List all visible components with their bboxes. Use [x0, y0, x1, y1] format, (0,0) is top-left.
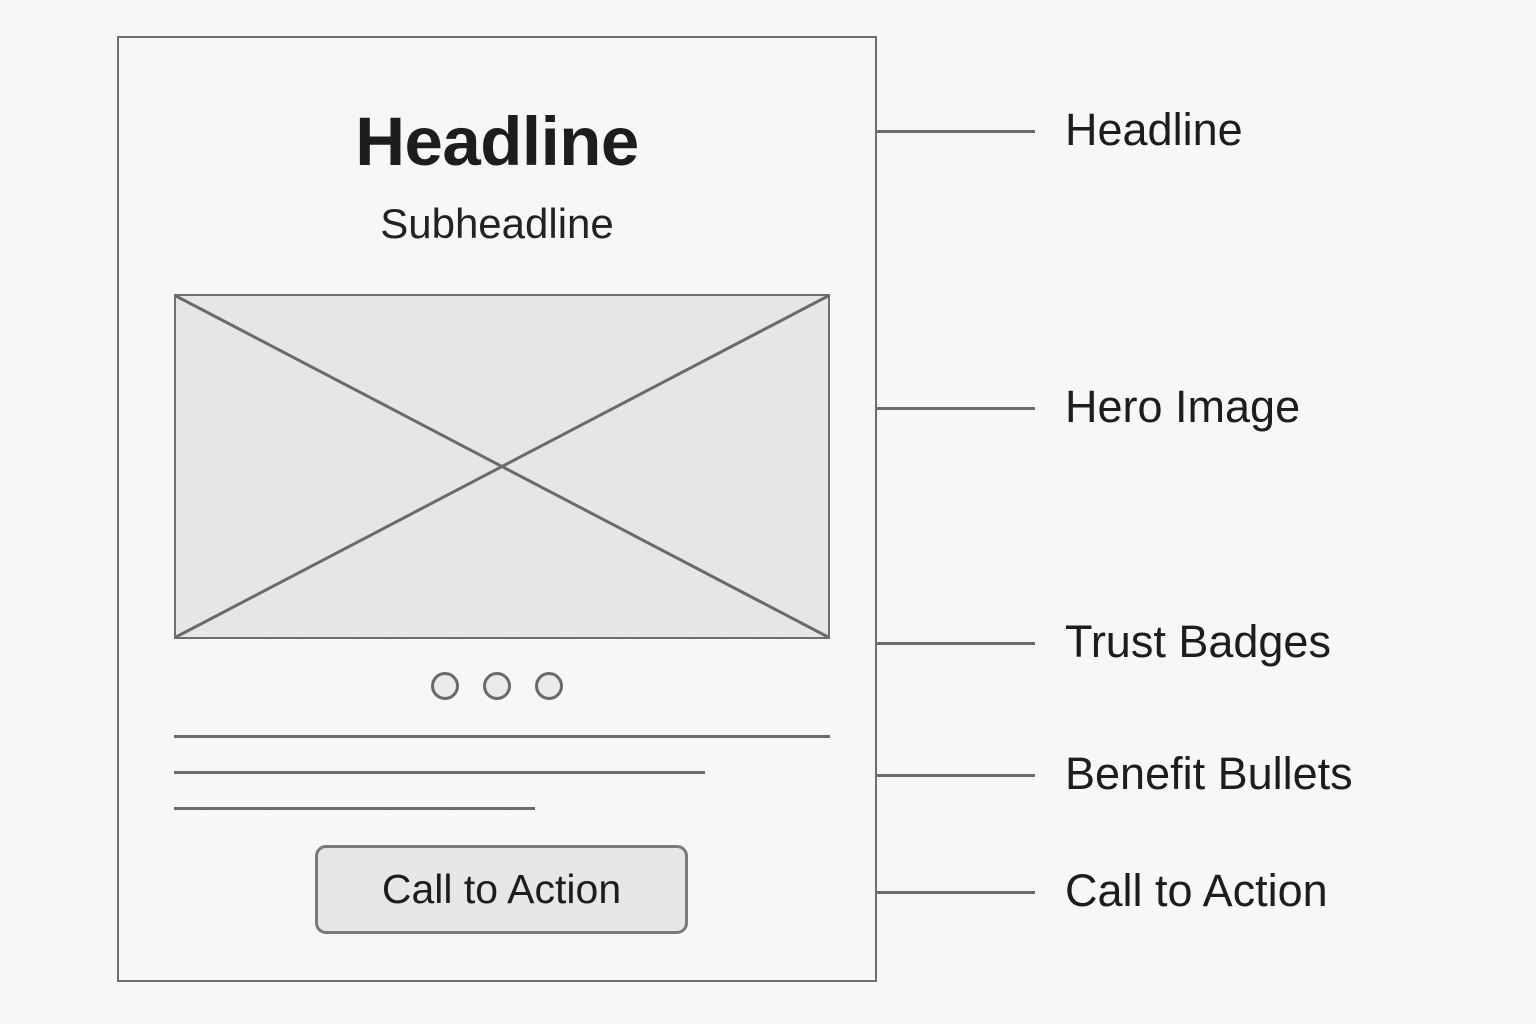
- benefit-bullet-line: [174, 807, 535, 810]
- leader-line: [877, 641, 1035, 645]
- benefit-bullet-line: [174, 735, 830, 738]
- page-headline: Headline: [355, 103, 639, 180]
- annotation-label: Hero Image: [1065, 380, 1301, 432]
- wireframe-page-frame: Headline Subheadline Call to Action: [117, 36, 877, 982]
- leader-line: [877, 773, 1035, 777]
- trust-badge-dot[interactable]: [431, 672, 459, 700]
- annotation-label: Headline: [1065, 103, 1243, 155]
- leader-line: [877, 129, 1035, 133]
- leader-line: [877, 890, 1035, 894]
- image-placeholder-cross-icon: [176, 296, 828, 637]
- call-to-action-button[interactable]: Call to Action: [315, 845, 688, 934]
- hero-image-placeholder: [174, 294, 830, 639]
- page-subheadline: Subheadline: [380, 200, 614, 247]
- leader-line: [877, 406, 1035, 410]
- annotation-label: Benefit Bullets: [1065, 747, 1353, 799]
- annotation-label: Call to Action: [1065, 864, 1328, 916]
- benefit-bullet-line: [174, 771, 706, 774]
- trust-badges-row: [119, 672, 875, 700]
- trust-badge-dot[interactable]: [535, 672, 563, 700]
- benefit-bullets-group: [174, 735, 830, 843]
- annotation-label: Trust Badges: [1065, 615, 1331, 667]
- trust-badge-dot[interactable]: [483, 672, 511, 700]
